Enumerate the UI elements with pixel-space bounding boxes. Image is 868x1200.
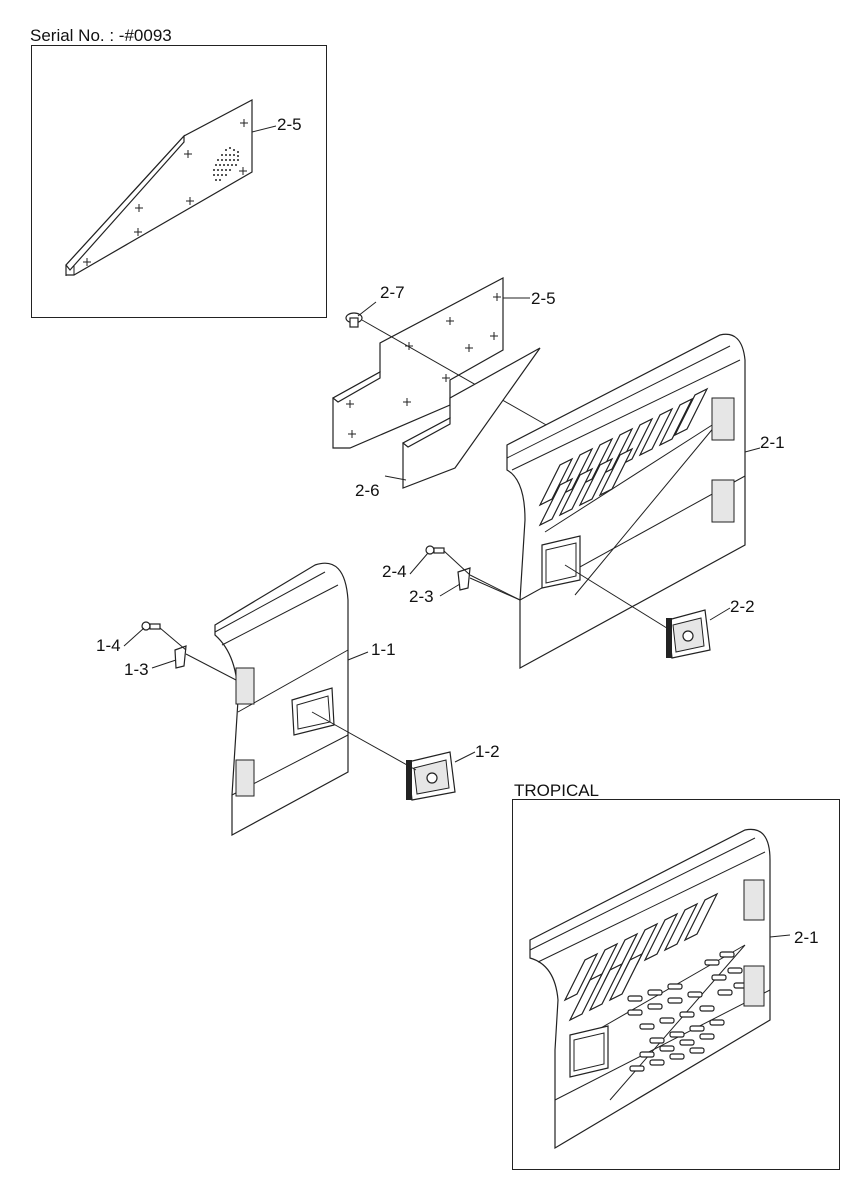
callout-2-1-tropical: 2-1 — [794, 928, 819, 947]
panel-2-6 — [384, 347, 541, 489]
callout-2-5-inset: 2-5 — [277, 115, 302, 134]
serial-number-label: Serial No. : -#0093 — [30, 26, 172, 45]
door-2-1-louvers — [538, 387, 709, 527]
tropical-vent-slots — [627, 951, 749, 1072]
latch-1-2 — [311, 711, 476, 801]
door-2-1 — [469, 333, 761, 670]
latch-2-2 — [564, 564, 731, 659]
callout-2-1: 2-1 — [760, 433, 785, 452]
inset-panel-2-5 — [65, 99, 277, 276]
fasteners-2-3-2-4 — [409, 545, 521, 601]
callout-2-5: 2-5 — [531, 289, 556, 308]
door-1-1 — [214, 562, 369, 837]
callout-1-1: 1-1 — [371, 640, 396, 659]
perforation-pattern — [213, 147, 239, 181]
callout-2-6: 2-6 — [355, 481, 380, 500]
callout-1-2: 1-2 — [475, 742, 500, 761]
callout-2-7: 2-7 — [380, 283, 405, 302]
callout-1-4: 1-4 — [96, 636, 121, 655]
callout-1-3: 1-3 — [124, 660, 149, 679]
callout-2-3: 2-3 — [409, 587, 434, 606]
fasteners-1-3-1-4 — [123, 621, 237, 681]
serial-inset-frame — [31, 45, 327, 318]
callout-2-2: 2-2 — [730, 597, 755, 616]
tropical-title: TROPICAL — [514, 781, 600, 800]
bolt-2-7 — [345, 301, 549, 427]
tropical-door-2-1 — [529, 828, 791, 1150]
callout-2-4: 2-4 — [382, 562, 407, 581]
tropical-inset-frame — [512, 799, 840, 1170]
panel-2-5 — [331, 277, 530, 449]
